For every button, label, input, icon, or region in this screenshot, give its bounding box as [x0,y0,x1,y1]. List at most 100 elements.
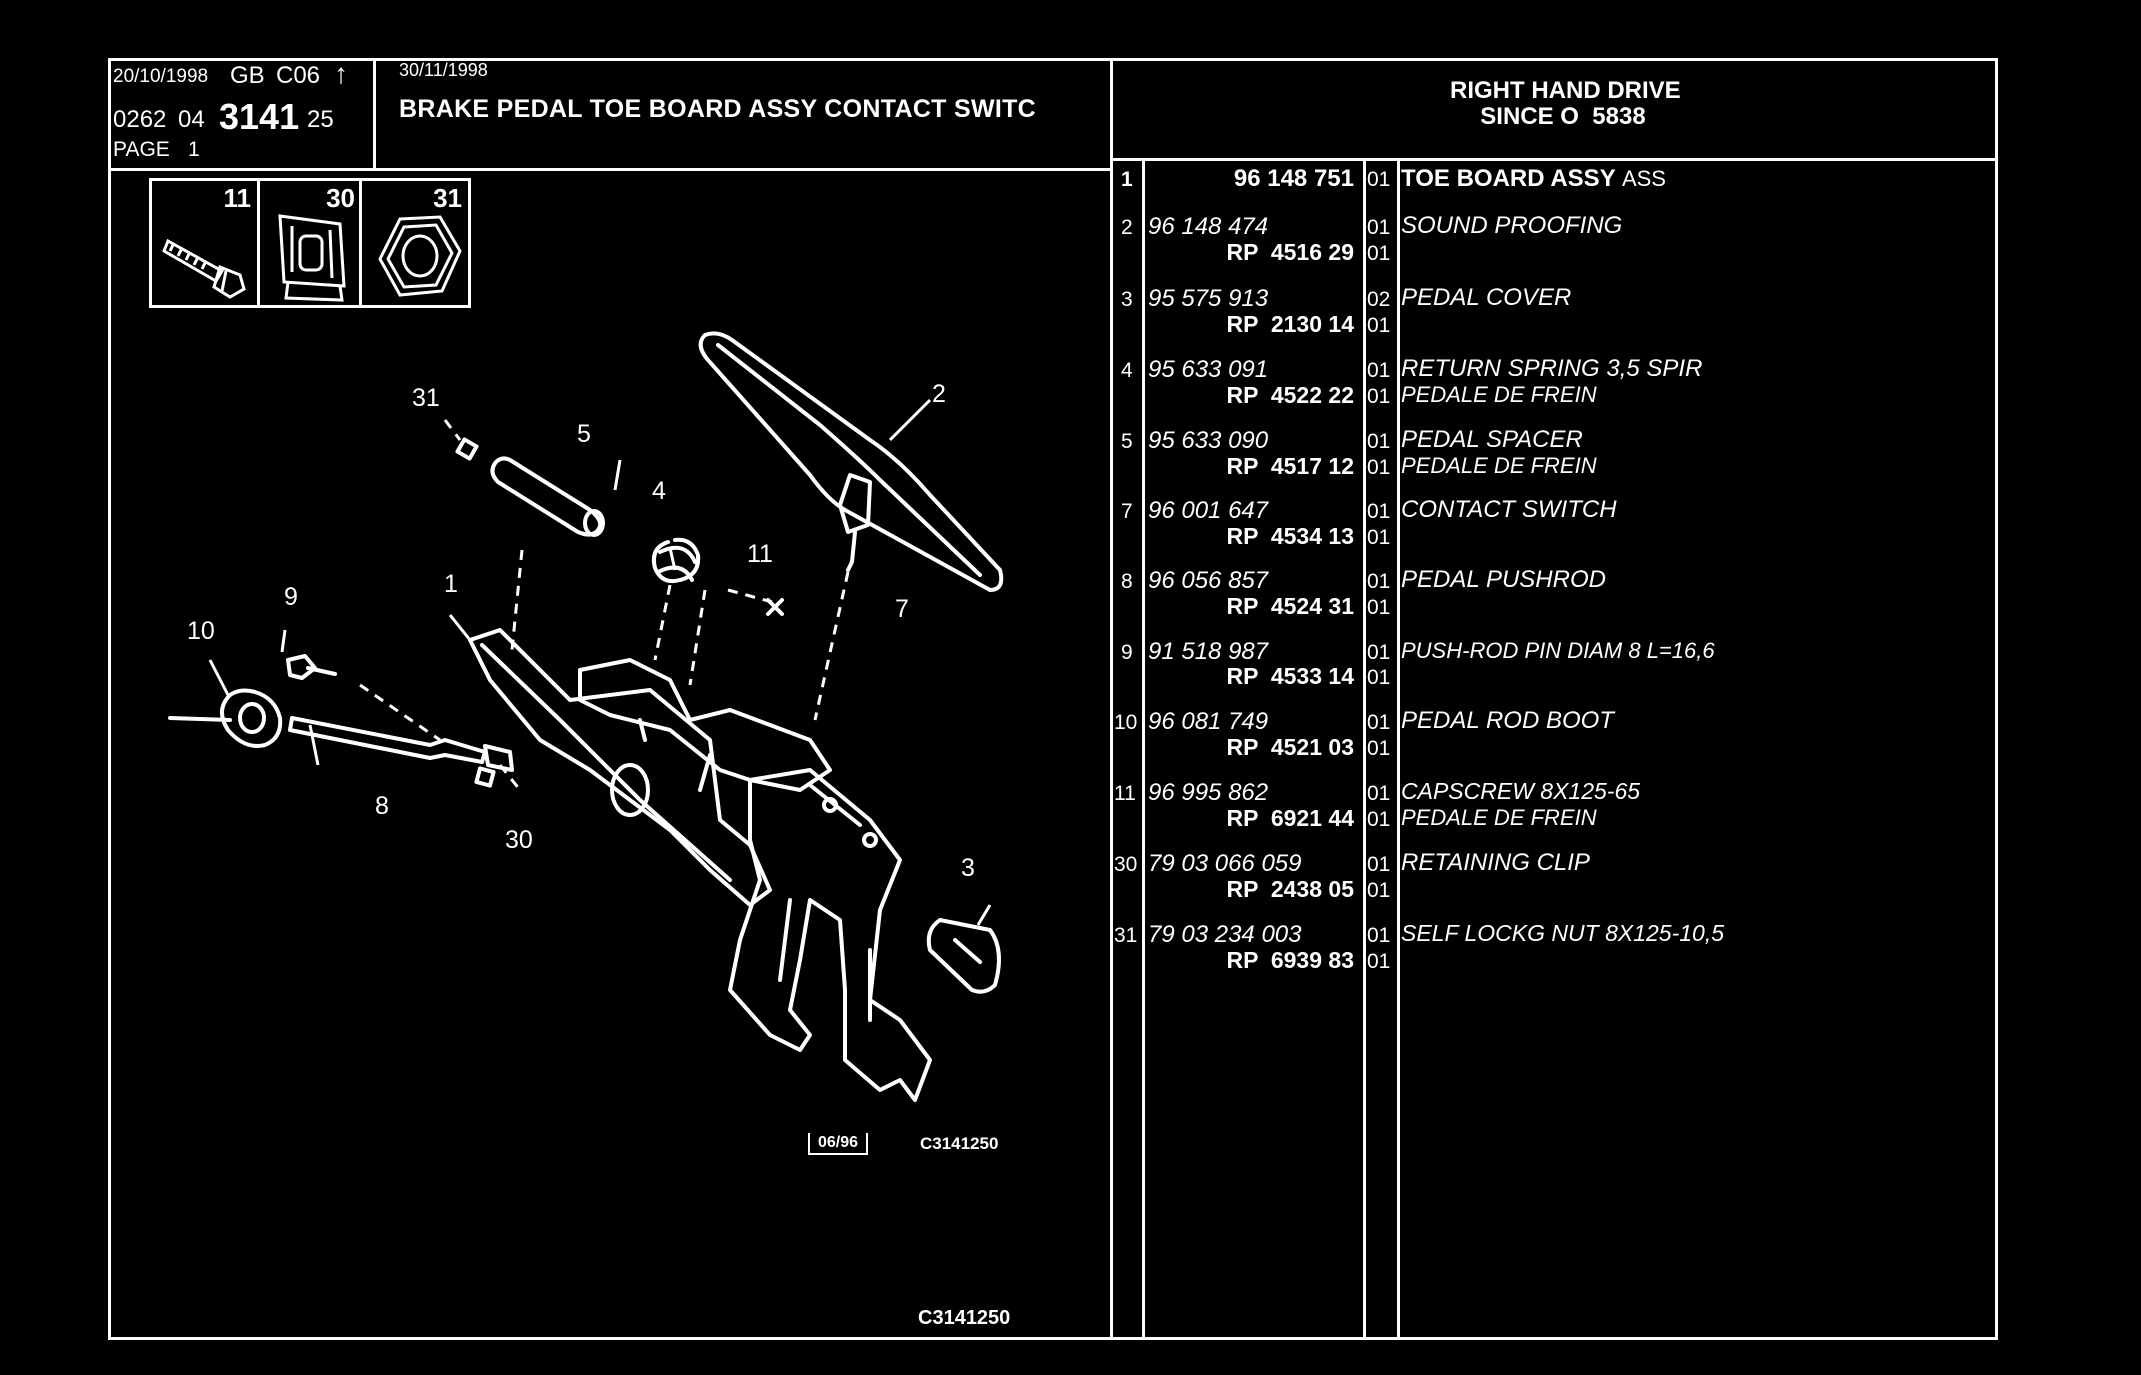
row-9-part: 91 518 987 [1148,638,1269,665]
legend-cell-11: 11 [149,178,260,308]
rod-boot-shape [220,688,283,748]
row-5-rp-qty: 01 [1367,456,1391,479]
row-5-qty: 01 [1367,430,1391,453]
callout-5: 5 [577,420,591,448]
diagram-ref-code: C3141250 [920,1134,999,1153]
page-number: 1 [188,138,200,161]
row-2-rp: RP 4516 29 [1226,239,1354,265]
row-10-desc: PEDAL ROD BOOT [1401,707,1614,734]
row-11-rp-desc: PEDALE DE FREIN [1401,805,1597,830]
row-5-desc: PEDAL SPACER [1401,426,1583,453]
row-3-part: 95 575 913 [1148,285,1269,312]
pedal-arm-shape [728,768,932,1102]
callout-8: 8 [375,792,389,820]
row-11-part: 96 995 862 [1148,779,1269,806]
row-8-ref: 8 [1121,570,1133,593]
row-10-qty: 01 [1367,711,1391,734]
clip-icon [270,206,355,311]
row-31-rp: RP 6939 83 [1226,947,1354,973]
row-11-rp: RP 6921 44 [1226,805,1354,831]
main-divider [1110,58,1113,1340]
row-5-ref: 5 [1121,430,1133,453]
row-3-rp: RP 2130 14 [1226,311,1354,337]
row-8-rp-qty: 01 [1367,596,1391,619]
row-11-ref: 11 [1114,782,1136,805]
sheet-frame [108,58,1998,1340]
row-3-ref: 3 [1121,288,1133,311]
row-1-desc-text: TOE BOARD ASSY [1401,165,1616,192]
drive-since: SINCE O 5838 [1480,103,1646,130]
header-section: 3141 [219,96,300,137]
row-4-rp-qty: 01 [1367,385,1391,408]
row-3-desc: PEDAL COVER [1401,284,1572,311]
legend-cell-31: 31 [359,178,471,308]
row-4-desc: RETURN SPRING 3,5 SPIR [1401,355,1703,382]
row-10-rp: RP 4521 03 [1226,734,1354,760]
header-code: C06 [276,62,321,89]
row-5-rp-desc: PEDALE DE FREIN [1401,453,1597,478]
row-31-part: 79 03 234 003 [1148,921,1302,948]
row-5-part: 95 633 090 [1148,427,1269,454]
row-31-ref: 31 [1114,924,1138,947]
callout-3: 3 [961,854,975,882]
row-11-qty: 01 [1367,782,1391,805]
parts-col-rule-1 [1142,158,1145,1340]
callout-9: 9 [284,583,298,611]
row-1-part: 96 148 751 [1233,165,1354,192]
row-11-rp-qty: 01 [1367,808,1391,831]
row-7-desc: CONTACT SWITCH [1401,496,1617,523]
callout-11: 11 [747,540,773,568]
callout-2: 2 [932,380,946,408]
contact-switch-shape [838,473,872,534]
parts-col-rule-2 [1363,158,1366,1340]
row-4-ref: 4 [1121,359,1133,382]
row-9-ref: 9 [1121,641,1133,664]
callout-30: 30 [505,826,533,854]
pushrod-shape [288,716,487,764]
legend-cell-30: 30 [257,178,362,308]
up-arrow-icon: ↑ [334,58,348,89]
row-30-part: 79 03 066 059 [1148,850,1302,877]
callout-1: 1 [444,570,458,598]
row-8-rp: RP 4524 31 [1226,593,1354,619]
row-8-part: 96 056 857 [1148,567,1269,594]
pedal-spacer-shape [490,456,603,537]
row-1-desc: TOE BOARD ASSY ASS [1401,167,1666,191]
row-7-rp-qty: 01 [1367,526,1391,549]
row-30-ref: 30 [1114,853,1138,876]
row-2-qty: 01 [1367,216,1391,239]
header-date-right: 30/11/1998 [399,60,488,80]
exploded-diagram [168,331,1004,1102]
row-7-ref: 7 [1121,500,1133,523]
callout-4: 4 [652,477,666,505]
header-bottom-rule-right [1110,158,1998,161]
header-market: GB [230,62,265,89]
nut-icon [372,211,467,311]
page-label: PAGE [113,138,170,161]
callout-10: 10 [187,617,215,645]
row-7-rp: RP 4534 13 [1226,523,1354,549]
row-8-desc: PEDAL PUSHROD [1401,566,1606,593]
row-7-part: 96 001 647 [1148,497,1269,524]
row-8-qty: 01 [1367,570,1391,593]
row-3-rp-qty: 01 [1367,314,1391,337]
row-4-qty: 01 [1367,359,1391,382]
date-stamp: 06/96 [808,1133,869,1155]
drive-label: RIGHT HAND DRIVE [1450,77,1681,104]
row-1-qty: 01 [1367,168,1391,191]
page-title: BRAKE PEDAL TOE BOARD ASSY CONTACT SWITC [399,95,1037,123]
header-sub: 04 [178,106,205,133]
row-3-qty: 02 [1367,288,1391,311]
row-5-rp: RP 4517 12 [1226,453,1354,479]
row-7-qty: 01 [1367,500,1391,523]
row-2-desc: SOUND PROOFING [1401,212,1623,239]
row-2-rp-qty: 01 [1367,242,1391,265]
row-10-ref: 10 [1114,711,1138,734]
row-1-ref: 1 [1121,168,1133,191]
row-4-rp: RP 4522 22 [1226,382,1354,408]
row-9-qty: 01 [1367,641,1391,664]
header-bottom-rule-left [108,168,1111,171]
row-31-desc: SELF LOCKG NUT 8X125-10,5 [1401,920,1724,946]
row-1-desc-suffix: ASS [1621,166,1666,191]
legend-num-31: 31 [433,183,462,213]
